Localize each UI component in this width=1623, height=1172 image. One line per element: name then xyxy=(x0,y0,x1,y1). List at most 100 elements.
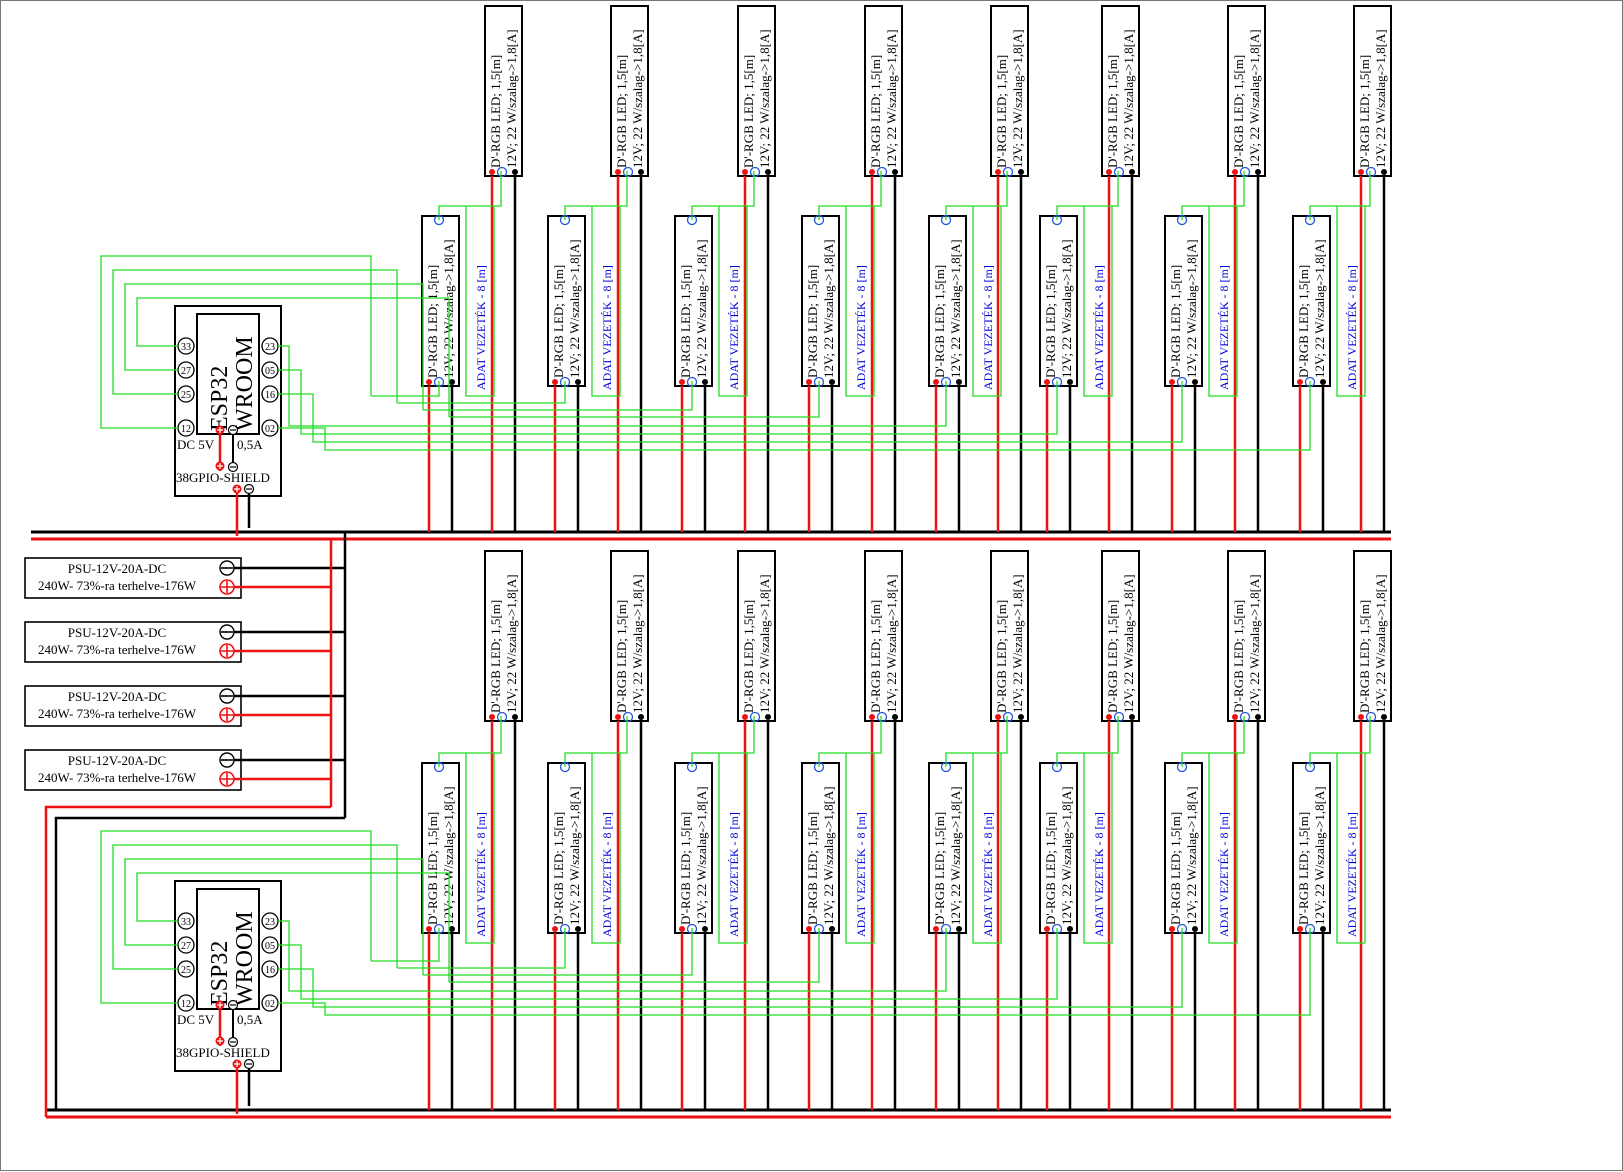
data-wire-link xyxy=(1365,171,1371,207)
data-wire-link xyxy=(874,171,882,207)
led-strip xyxy=(1353,550,1392,722)
data-wire-label: ADAT VEZETÉK - 8 [m] xyxy=(727,265,741,390)
strip-positive-terminal xyxy=(426,926,432,932)
strip-ground-terminal xyxy=(449,926,455,932)
strip-label-line1: D'-RGB LED; 1,5[m] xyxy=(868,55,883,168)
strip-positive-terminal xyxy=(1106,169,1112,175)
strip-label-line1: D'-RGB LED; 1,5[m] xyxy=(1357,600,1372,713)
led-strip xyxy=(674,215,713,387)
strip-positive-terminal xyxy=(742,169,748,175)
data-harness-wire xyxy=(278,928,1311,1016)
strip-label-line2: 12V; 22 W/szalag->1,8[A] xyxy=(567,786,582,925)
data-wire-label: ADAT VEZETÉK - 8 [m] xyxy=(981,265,995,390)
psu-block xyxy=(24,685,242,727)
strip-label-line1: D'-RGB LED; 1,5[m] xyxy=(805,812,820,925)
minus-terminal-icon xyxy=(243,483,255,495)
data-wire-loop xyxy=(1181,205,1238,397)
strip-label-line2: 12V; 22 W/szalag->1,8[A] xyxy=(1373,574,1388,713)
strip-label-line2: 12V; 22 W/szalag->1,8[A] xyxy=(694,786,709,925)
strip-label-line2: 12V; 22 W/szalag->1,8[A] xyxy=(694,239,709,378)
strip-label-line2: 12V; 22 W/szalag->1,8[A] xyxy=(1059,239,1074,378)
data-wire-label: ADAT VEZETÉK - 8 [m] xyxy=(600,265,614,390)
data-wire-label: ADAT VEZETÉK - 8 [m] xyxy=(1217,265,1231,390)
strip-data-in-terminal xyxy=(1304,214,1316,226)
strip-ground-terminal xyxy=(1018,169,1024,175)
shield-label: 38GPIO-SHIELD xyxy=(176,470,270,485)
data-wire-link xyxy=(1237,716,1245,754)
strip-positive-terminal xyxy=(552,379,558,385)
strip-label-line2: 12V; 22 W/szalag->1,8[A] xyxy=(1247,574,1262,713)
strip-label-line1: D'-RGB LED; 1,5[m] xyxy=(868,600,883,713)
strip-data-in-terminal xyxy=(686,214,698,226)
strip-label-line1: D'-RGB LED; 1,5[m] xyxy=(488,600,503,713)
led-strip xyxy=(801,215,840,387)
strip-label-line1: D'-RGB LED; 1,5[m] xyxy=(425,812,440,925)
strip-ground-terminal xyxy=(1255,714,1261,720)
strip-positive-terminal xyxy=(933,379,939,385)
data-wire-loop xyxy=(1056,205,1113,397)
strip-label-line1: D'-RGB LED; 1,5[m] xyxy=(614,600,629,713)
strip-data-in-terminal xyxy=(940,214,952,226)
strip-data-terminal xyxy=(622,166,634,178)
gpio-pin-label: 16 xyxy=(265,390,275,401)
strip-label-line1: D'-RGB LED; 1,5[m] xyxy=(994,55,1009,168)
plus-terminal-icon xyxy=(215,461,225,471)
data-harness-wire xyxy=(136,297,450,417)
strip-label-line1: D'-RGB LED; 1,5[m] xyxy=(678,265,693,378)
gpio-pin-label: 23 xyxy=(265,917,275,928)
strip-data-terminal xyxy=(1365,711,1377,723)
data-wire-loop xyxy=(945,752,1002,944)
strip-data-terminal xyxy=(876,166,888,178)
strip-ground-terminal xyxy=(512,714,518,720)
data-harness-wire xyxy=(136,872,450,982)
shield-label: 38GPIO-SHIELD xyxy=(176,1045,270,1060)
strip-ground-terminal xyxy=(892,714,898,720)
data-harness-wire xyxy=(278,345,947,427)
strip-ground-terminal xyxy=(956,926,962,932)
strip-label-line2: 12V; 22 W/szalag->1,8[A] xyxy=(1184,786,1199,925)
strip-label-line1: D'-RGB LED; 1,5[m] xyxy=(1231,600,1246,713)
data-wire-loop xyxy=(564,752,621,944)
strip-data-terminal xyxy=(622,711,634,723)
led-strip xyxy=(928,762,967,934)
data-wire-label: ADAT VEZETÉK - 8 [m] xyxy=(727,812,741,937)
strip-label-line1: D'-RGB LED; 1,5[m] xyxy=(1296,265,1311,378)
gpio-pin-label: 25 xyxy=(181,390,191,401)
strip-ground-terminal xyxy=(512,169,518,175)
plus-terminal-icon xyxy=(219,771,235,787)
strip-label-line1: D'-RGB LED; 1,5[m] xyxy=(1296,812,1311,925)
strip-positive-terminal xyxy=(1297,379,1303,385)
strip-data-terminal xyxy=(749,711,761,723)
data-harness-wire xyxy=(449,928,820,983)
strip-ground-terminal xyxy=(892,169,898,175)
strip-ground-terminal xyxy=(1067,926,1073,932)
psu-block xyxy=(24,557,242,599)
strip-data-terminal xyxy=(1002,166,1014,178)
strip-ground-terminal xyxy=(1381,169,1387,175)
psu-model: PSU-12V-20A-DC xyxy=(68,625,166,640)
strip-ground-terminal xyxy=(1192,379,1198,385)
strip-positive-terminal xyxy=(869,169,875,175)
data-wire-loop xyxy=(818,752,875,944)
strip-label-line2: 12V; 22 W/szalag->1,8[A] xyxy=(948,239,963,378)
strip-label-line2: 12V; 22 W/szalag->1,8[A] xyxy=(757,29,772,168)
data-wire-label: ADAT VEZETÉK - 8 [m] xyxy=(1345,812,1359,937)
strip-label-line2: 12V; 22 W/szalag->1,8[A] xyxy=(948,786,963,925)
strip-ground-terminal xyxy=(1320,926,1326,932)
strip-ground-terminal xyxy=(1018,714,1024,720)
strip-positive-terminal xyxy=(489,169,495,175)
led-strip xyxy=(1292,762,1331,934)
data-wire-link xyxy=(1001,716,1008,754)
data-harness-wire xyxy=(124,283,424,410)
strip-data-terminal xyxy=(1365,166,1377,178)
strip-label-line1: D'-RGB LED; 1,5[m] xyxy=(1168,812,1183,925)
strip-ground-terminal xyxy=(575,926,581,932)
data-wire-link xyxy=(874,716,882,754)
led-strip xyxy=(1227,550,1266,722)
plus-terminal-icon xyxy=(232,484,242,494)
psu-model: PSU-12V-20A-DC xyxy=(68,753,166,768)
strip-positive-terminal xyxy=(1232,169,1238,175)
plus-terminal-icon xyxy=(215,1000,225,1010)
data-wire-loop xyxy=(438,205,495,397)
